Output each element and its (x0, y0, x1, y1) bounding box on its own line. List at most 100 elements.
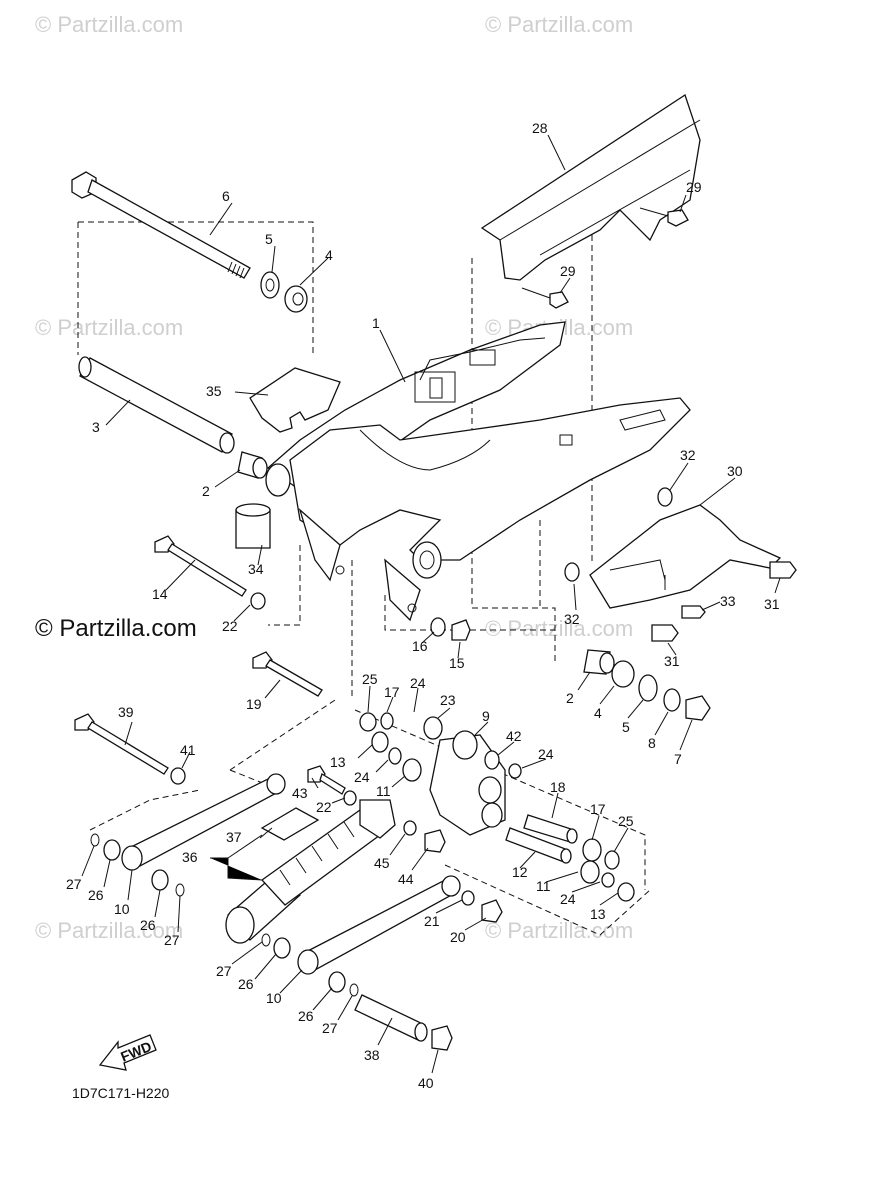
callout-39: 39 (118, 704, 134, 720)
plate (249, 367, 341, 433)
callout-31: 31 (764, 596, 780, 612)
swingarm (265, 321, 691, 622)
callout-35: 35 (206, 383, 222, 399)
callout-21: 21 (424, 913, 440, 929)
callout-26: 26 (88, 887, 104, 903)
bolt-19 (252, 651, 323, 697)
callout-36: 36 (182, 849, 198, 865)
callout-8: 8 (648, 735, 656, 751)
upper-washers (260, 271, 308, 313)
watermark-text: © Partzilla.com (485, 918, 633, 943)
callout-11: 11 (536, 878, 551, 894)
callout-27: 27 (164, 932, 180, 948)
lower-chain-guard (589, 504, 782, 609)
shock-absorber (225, 799, 446, 944)
callout-10: 10 (266, 990, 282, 1006)
fwd-arrow-icon: FWD (98, 1034, 157, 1071)
callout-5: 5 (622, 719, 630, 735)
pivot-bolt (71, 171, 251, 279)
callout-1: 1 (372, 315, 380, 331)
callout-18: 18 (550, 779, 566, 795)
watermarks: © Partzilla.com © Partzilla.com © Partzi… (35, 12, 633, 943)
callout-2: 2 (202, 483, 210, 499)
callout-38: 38 (364, 1047, 380, 1063)
chain-guard (480, 93, 701, 281)
callout-16: 16 (412, 638, 428, 654)
callout-24: 24 (538, 746, 554, 762)
bushings-26 (103, 839, 346, 993)
callout-29: 29 (560, 263, 576, 279)
diagram-code: 1D7C171-H220 (72, 1085, 169, 1101)
callout-42: 42 (506, 728, 522, 744)
chain-guard-bolts (521, 207, 689, 309)
bolt-43 (307, 765, 357, 806)
callout-10: 10 (114, 901, 130, 917)
callout-15: 15 (449, 655, 465, 671)
watermark-text: © Partzilla.com (485, 12, 633, 37)
callout-26: 26 (140, 917, 156, 933)
callout-3: 3 (92, 419, 100, 435)
callout-25: 25 (362, 671, 378, 687)
callout-33: 33 (720, 593, 736, 609)
lower-guard-bolts (651, 561, 797, 642)
watermark-text: © Partzilla.com (35, 315, 183, 340)
callout-22: 22 (316, 799, 332, 815)
callout-40: 40 (418, 1075, 434, 1091)
leader-lines (81, 134, 781, 1074)
callout-4: 4 (325, 247, 333, 263)
watermark-text: © Partzilla.com (35, 12, 183, 37)
callout-4: 4 (594, 705, 602, 721)
pivot-sleeve (78, 356, 235, 454)
callout-44: 44 (398, 871, 414, 887)
callout-29: 29 (686, 179, 702, 195)
pivot-bearing-left (237, 451, 268, 479)
callout-41: 41 (180, 742, 196, 758)
callout-26: 26 (238, 976, 254, 992)
callout-6: 6 (222, 188, 230, 204)
callout-26: 26 (298, 1008, 314, 1024)
callout-34: 34 (248, 561, 264, 577)
callout-37: 37 (226, 829, 242, 845)
callout-23: 23 (440, 692, 456, 708)
bolt-14 (154, 535, 266, 610)
callout-24: 24 (410, 675, 426, 691)
callout-22: 22 (222, 618, 238, 634)
callout-31: 31 (664, 653, 680, 669)
right-collars (580, 838, 635, 902)
washer-nut-20-21 (461, 890, 503, 923)
right-pivot-parts (583, 649, 711, 721)
callout-13: 13 (330, 754, 346, 770)
watermark-text-strong: © Partzilla.com (35, 615, 197, 642)
callout-27: 27 (322, 1020, 338, 1036)
o-rings-27 (90, 833, 359, 997)
callout-20: 20 (450, 929, 466, 945)
callout-2: 2 (566, 690, 574, 706)
callout-28: 28 (532, 120, 548, 136)
callout-24: 24 (354, 769, 370, 785)
callout-17: 17 (384, 684, 400, 700)
callout-7: 7 (674, 751, 682, 767)
callout-32: 32 (680, 447, 696, 463)
callout-19: 19 (246, 696, 262, 712)
callout-11: 11 (376, 783, 391, 799)
callout-14: 14 (152, 586, 168, 602)
connecting-rod-lower (297, 875, 461, 975)
spacer-collars (564, 487, 673, 582)
fwd-label: FWD (118, 1038, 154, 1065)
callout-13: 13 (590, 906, 606, 922)
washer-nut-15-16 (430, 617, 471, 641)
watermark-text: © Partzilla.com (485, 616, 633, 641)
callout-24: 24 (560, 891, 576, 907)
callout-12: 12 (512, 864, 528, 880)
callout-9: 9 (482, 708, 490, 724)
callout-labels: 28 6 29 5 4 29 1 35 3 32 30 2 34 14 31 3… (66, 120, 780, 1091)
relay-arm (359, 712, 522, 836)
collar-38 (354, 994, 453, 1051)
callout-17: 17 (590, 801, 606, 817)
callout-25: 25 (618, 813, 634, 829)
callout-43: 43 (292, 785, 308, 801)
collars-12-18 (505, 814, 578, 864)
callout-27: 27 (66, 876, 82, 892)
callout-27: 27 (216, 963, 232, 979)
